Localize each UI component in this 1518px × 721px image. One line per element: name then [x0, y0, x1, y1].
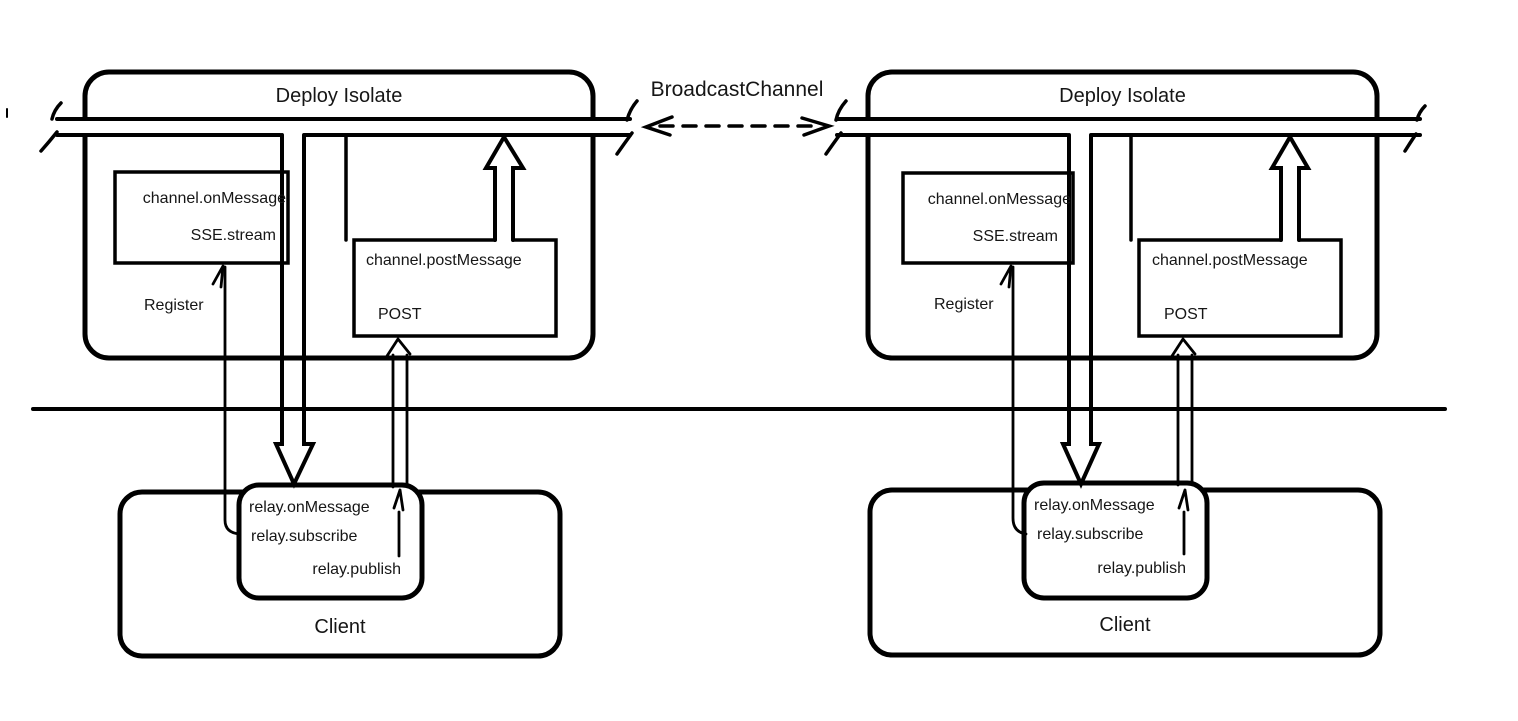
post-label-left: POST	[378, 306, 422, 323]
sse-stream-label-left: SSE.stream	[190, 227, 276, 244]
relay-box-right	[1021, 480, 1210, 601]
register-arrow-right	[999, 264, 1028, 536]
pipe-break-mark	[1403, 132, 1418, 153]
channel-onmessage-box-right	[901, 171, 1075, 265]
relay-subscribe-label-right: relay.subscribe	[1037, 526, 1144, 543]
sse-stream-label-right: SSE.stream	[972, 228, 1058, 245]
register-arrow-left	[211, 264, 242, 536]
register-label-right: Register	[934, 296, 994, 313]
pipe-break-mark	[615, 131, 634, 156]
register-label-left: Register	[144, 297, 204, 314]
pipe-break-mark	[1415, 104, 1427, 122]
broadcastchannel-label: BroadcastChannel	[650, 78, 824, 101]
deploy-isolate-box-right	[865, 69, 1380, 361]
broadcast-pipe-left	[39, 99, 639, 156]
pipe-break-mark	[39, 130, 59, 153]
deploy-isolate-box-left	[82, 69, 596, 361]
pipe-break-mark	[834, 99, 848, 122]
channel-onmessage-label-right: channel.onMessage	[927, 191, 1071, 208]
channel-postmessage-label-right: channel.postMessage	[1152, 252, 1308, 269]
broadcastchannel-dashed-link	[640, 115, 835, 137]
channel-onmessage-label-left: channel.onMessage	[142, 190, 286, 207]
pipe-to-onmessage-down-arrow-left	[272, 133, 317, 489]
channel-postmessage-box-left	[352, 238, 558, 338]
channel-postmessage-label-left: channel.postMessage	[366, 252, 522, 269]
relay-publish-to-post-arrow-right	[1170, 336, 1197, 556]
pipe-break-mark	[824, 131, 843, 156]
relay-publish-label-left: relay.publish	[312, 561, 401, 578]
pipe-break-mark	[625, 99, 639, 122]
relay-box-left	[236, 482, 425, 601]
pipe-to-onmessage-down-arrow-right	[1059, 133, 1103, 489]
broadcast-pipe-right	[824, 99, 1427, 156]
deploy-isolate-title-left: Deploy Isolate	[275, 85, 403, 107]
post-label-right: POST	[1164, 306, 1208, 323]
relay-onmessage-label-right: relay.onMessage	[1034, 497, 1155, 514]
relay-subscribe-label-left: relay.subscribe	[251, 528, 358, 545]
client-title-left: Client	[314, 616, 366, 638]
relay-publish-to-post-arrow-left	[385, 336, 412, 558]
deploy-isolate-title-right: Deploy Isolate	[1059, 85, 1186, 107]
relay-onmessage-label-left: relay.onMessage	[249, 499, 370, 516]
client-title-right: Client	[1099, 614, 1151, 636]
channel-onmessage-box-left	[113, 170, 290, 265]
postmessage-to-pipe-up-arrow-left	[482, 133, 527, 242]
relay-publish-label-right: relay.publish	[1097, 560, 1186, 577]
channel-postmessage-box-right	[1137, 238, 1343, 338]
postmessage-to-pipe-up-arrow-right	[1268, 133, 1312, 242]
pipe-break-mark	[50, 101, 63, 121]
